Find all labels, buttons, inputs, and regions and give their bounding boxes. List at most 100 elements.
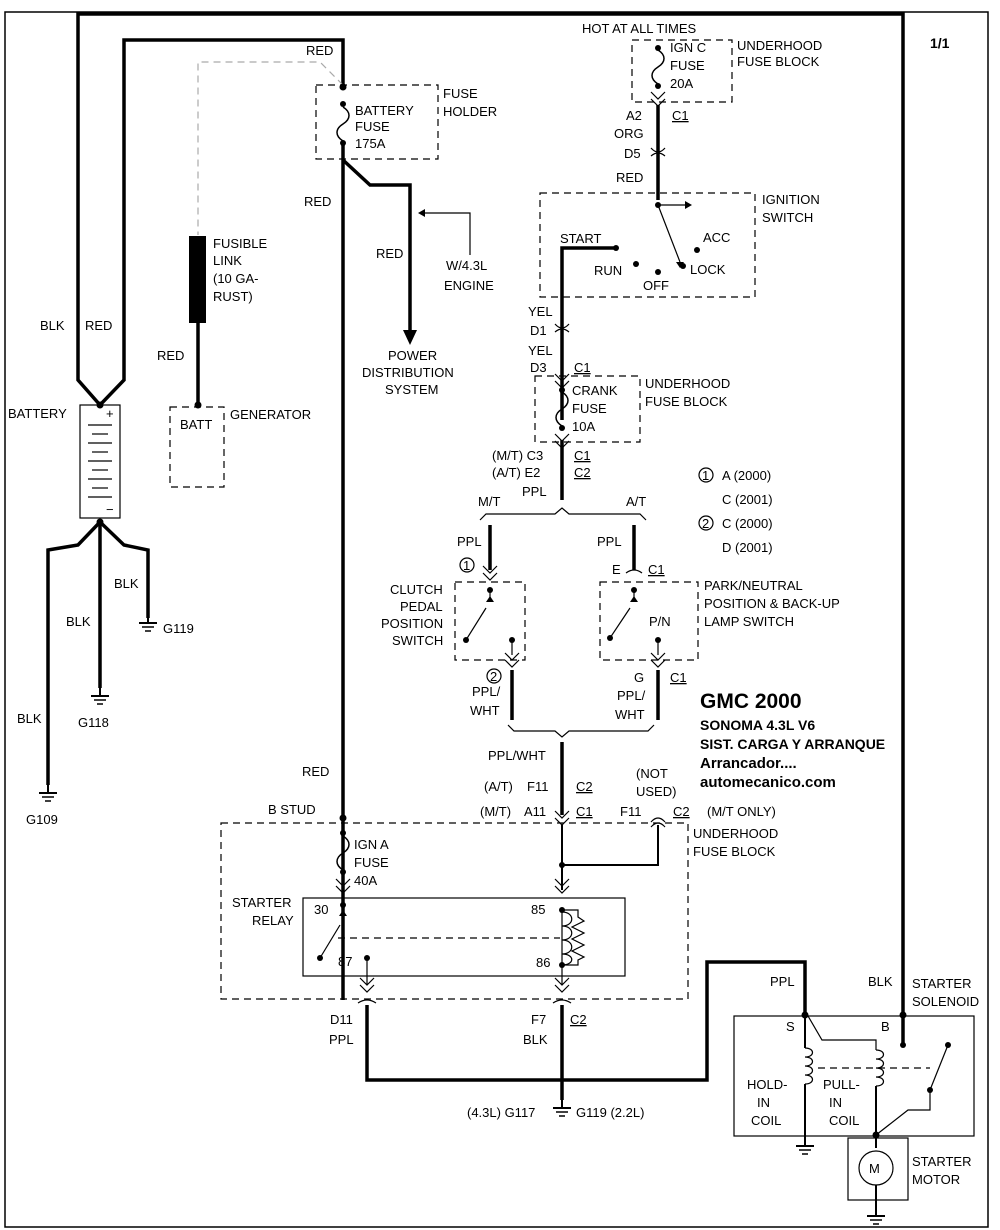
label-connectors-e: E <box>612 562 621 577</box>
label-components-batt_fuse_1: BATTERY <box>355 103 414 118</box>
fuse-block-ignc <box>631 39 733 103</box>
starter-solenoid <box>733 1015 975 1137</box>
label-wires-blk: BLK <box>114 576 139 591</box>
label-components-pn_sw: P/N <box>649 614 671 629</box>
label-connectors-f11b: F11 <box>620 804 641 819</box>
label-components-pull_2: IN <box>829 1095 842 1110</box>
clutch-switch <box>454 581 526 661</box>
label-components-pds_3: SYSTEM <box>385 382 438 397</box>
label-hot: HOT AT ALL TIMES <box>582 21 696 36</box>
label-grounds-g117: (4.3L) G117 <box>467 1105 535 1120</box>
label-wires-ppl: PPL <box>597 534 622 549</box>
label-components-clutch_1: CLUTCH <box>390 582 443 597</box>
label-components-off: OFF <box>643 278 669 293</box>
label-components-run: RUN <box>594 263 622 278</box>
label-components-pull_3: COIL <box>829 1113 859 1128</box>
label-components-motor_2: MOTOR <box>912 1172 960 1187</box>
label-connectors-a2: A2 <box>626 108 642 123</box>
starter-motor-box <box>847 1137 909 1201</box>
label-connectors-c1: C1 <box>576 804 593 819</box>
label-connectors-at: A/T <box>626 494 646 509</box>
label-wires-red: RED <box>376 246 403 261</box>
park-neutral-switch <box>599 581 699 661</box>
fuse-block-crank <box>534 375 641 443</box>
label-connectors-c2: C2 <box>574 465 591 480</box>
label-components-ign_a_1: IGN A <box>354 837 389 852</box>
join-brace <box>507 724 655 738</box>
label-grounds-g119: G119 <box>163 621 194 636</box>
label-components-sol_1: STARTER <box>912 976 971 991</box>
label-components-motor_1: STARTER <box>912 1154 971 1169</box>
label-components-lock: LOCK <box>690 262 726 277</box>
label-components-w43_2: ENGINE <box>444 278 494 293</box>
label-components-crank_3: 10A <box>572 419 595 434</box>
label-wires-red: RED <box>616 170 643 185</box>
label-connectors-f7: F7 <box>531 1012 546 1027</box>
label-components-batt_fuse_2: FUSE <box>355 119 390 134</box>
label-notes-n2a: C (2000) <box>722 516 773 531</box>
label-notes-n2: 2 <box>490 669 497 684</box>
split-mt-at <box>479 507 647 521</box>
label-connectors-p30: 30 <box>314 902 328 917</box>
label-components-battery: BATTERY <box>8 406 67 421</box>
title-model: SONOMA 4.3L V6 <box>700 717 815 733</box>
label-components-minus: − <box>106 502 114 517</box>
label-connectors-mt_c3: (M/T) C3 <box>492 448 543 463</box>
label-wires-red: RED <box>85 318 112 333</box>
label-notes-n1b: C (2001) <box>722 492 773 507</box>
label-components-fusible_4: RUST) <box>213 289 253 304</box>
label-components-start: START <box>560 231 601 246</box>
label-components-hold_1: HOLD- <box>747 1077 787 1092</box>
label-components-relay_1: STARTER <box>232 895 291 910</box>
label-wires-ppl_wht_2: WHT <box>470 703 500 718</box>
label-wires-ppl_wht: PPL/WHT <box>488 748 546 763</box>
label-components-pds_1: POWER <box>388 348 437 363</box>
label-connectors-c2: C2 <box>673 804 690 819</box>
label-notes-n1: 1 <box>702 468 709 483</box>
label-wires-red: RED <box>302 764 329 779</box>
label-components-ign_switch_1: IGNITION <box>762 192 820 207</box>
wire-dashed-gray <box>197 61 344 235</box>
label-wires-ppl_wht_1: PPL/ <box>472 684 501 699</box>
title-component: Arrancador.... <box>700 755 797 772</box>
label-components-fusible_3: (10 GA- <box>213 271 259 286</box>
wire-yel <box>560 246 616 420</box>
label-connectors-at_f11: (A/T) <box>484 779 513 794</box>
label-components-uh3a: UNDERHOOD <box>693 826 778 841</box>
label-wires-blk: BLK <box>66 614 91 629</box>
title-system: SIST. CARGA Y ARRANQUE <box>700 736 885 752</box>
label-components-fuse_holder_2: HOLDER <box>443 104 497 119</box>
label-connectors-d5: D5 <box>624 146 641 161</box>
label-connectors-c1: C1 <box>648 562 665 577</box>
label-connectors-d3: D3 <box>530 360 547 375</box>
arrow-pds <box>403 330 417 345</box>
label-components-w43_1: W/4.3L <box>446 258 487 273</box>
label-components-batt_term: BATT <box>180 417 212 432</box>
label-components-generator: GENERATOR <box>230 407 311 422</box>
label-wires-ppl_wht_1: PPL/ <box>617 688 646 703</box>
label-components-ign_a_3: 40A <box>354 873 377 888</box>
fusible-link <box>189 236 206 323</box>
battery-fuse-holder <box>315 84 439 160</box>
label-grounds-g118: G118 <box>78 715 109 730</box>
label-components-motor_m: M <box>869 1161 880 1176</box>
label-components-clutch_4: SWITCH <box>392 633 443 648</box>
label-connectors-at_e2: (A/T) E2 <box>492 465 540 480</box>
label-components-relay_2: RELAY <box>252 913 294 928</box>
label-components-ign_a_2: FUSE <box>354 855 389 870</box>
label-components-fuse_holder_1: FUSE <box>443 86 478 101</box>
label-components-plus: + <box>106 406 114 421</box>
label-components-pn_1: PARK/NEUTRAL <box>704 578 803 593</box>
generator <box>169 406 225 488</box>
label-components-mt_only: (M/T ONLY) <box>707 804 776 819</box>
fuse-block-starter <box>220 822 689 1000</box>
label-notes-n2: 2 <box>702 516 709 531</box>
label-connectors-c2: C2 <box>576 779 593 794</box>
label-wires-yel: YEL <box>528 343 553 358</box>
label-wires-ppl: PPL <box>770 974 795 989</box>
label-notes-n1a: A (2000) <box>722 468 771 483</box>
label-connectors-a11: A11 <box>524 804 546 819</box>
label-components-ign_c_2: FUSE <box>670 58 705 73</box>
label-components-hold_2: IN <box>757 1095 770 1110</box>
label-components-uh1a: UNDERHOOD <box>737 38 822 53</box>
